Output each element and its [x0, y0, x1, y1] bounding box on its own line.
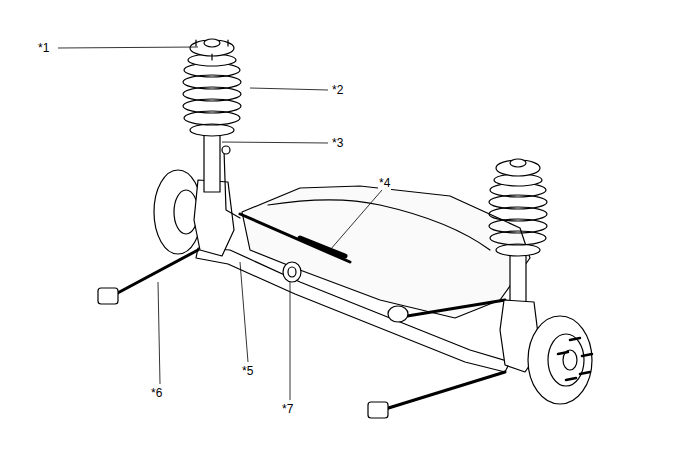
lower-arm — [395, 300, 505, 318]
spring-seat — [496, 244, 540, 256]
link-joint — [222, 146, 230, 154]
stabilizer-link — [224, 150, 240, 218]
leader-line — [290, 282, 291, 400]
callout-number: *5 — [241, 364, 254, 378]
illustration-lines — [98, 39, 592, 418]
rear-beam — [196, 248, 510, 372]
leader-line — [158, 282, 160, 384]
wheel-studs — [558, 338, 592, 380]
lateral-rod — [112, 250, 198, 296]
brake-disc — [528, 316, 592, 404]
mount-nut — [204, 39, 220, 47]
shock-absorber — [204, 130, 220, 192]
rod-bushing — [98, 288, 118, 304]
beam-bushing-core — [288, 267, 296, 277]
callout-number: *2 — [331, 83, 344, 97]
leader-line — [330, 190, 382, 250]
leader-lines — [58, 47, 382, 400]
hub-flange — [548, 334, 584, 386]
strut-mount — [496, 160, 540, 176]
mount-nut — [510, 159, 526, 167]
callout-number: *1 — [37, 41, 50, 55]
leader-line — [222, 142, 328, 143]
callout-number: *7 — [281, 402, 294, 416]
lateral-rod — [382, 372, 505, 410]
leader-line — [240, 262, 248, 362]
shock-absorber — [510, 250, 526, 308]
callout-number: *6 — [150, 386, 163, 400]
beam-bushing — [283, 262, 301, 282]
leader-line — [58, 47, 198, 48]
subframe-ridge — [268, 200, 490, 250]
rod-bushing — [368, 402, 388, 418]
leader-line — [250, 88, 328, 90]
callout-number: *4 — [378, 176, 391, 190]
control-link — [240, 214, 350, 262]
spring-seat — [190, 124, 234, 136]
callout-number: *3 — [331, 136, 344, 150]
mount-studs — [196, 40, 228, 60]
arm-bushing — [388, 306, 408, 322]
subframe — [242, 186, 530, 318]
